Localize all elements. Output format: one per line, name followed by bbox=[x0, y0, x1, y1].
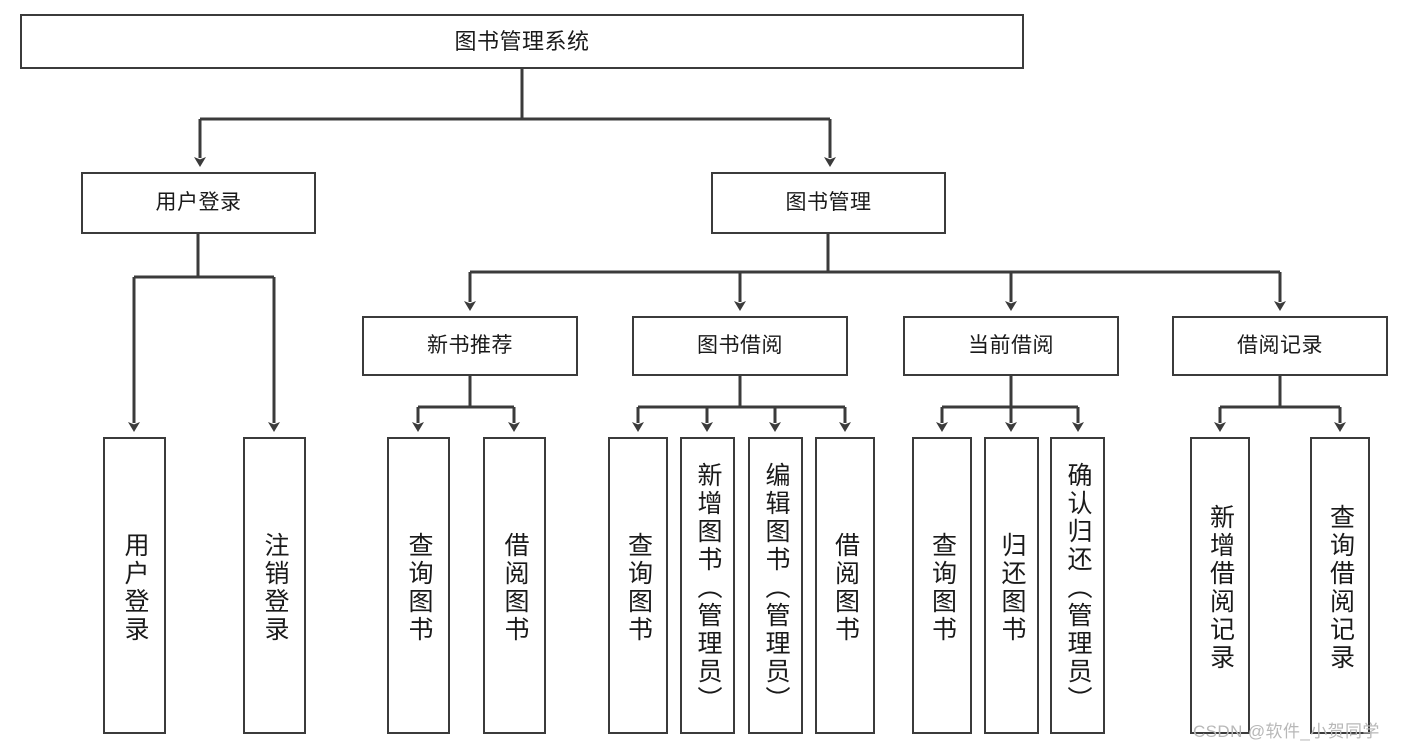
leaf-borrow-book-rec-label: 借阅图书 bbox=[501, 531, 529, 644]
node-book-manage[interactable]: 图书管理 bbox=[711, 172, 946, 234]
leaf-query-borrow-record-label: 查询借阅记录 bbox=[1326, 503, 1355, 672]
leaf-return-book-label: 归还图书 bbox=[998, 531, 1026, 644]
node-user-login[interactable]: 用户登录 bbox=[81, 172, 316, 234]
leaf-edit-book-label: 编辑图书（管理员） bbox=[762, 461, 790, 714]
node-user-login-label: 用户登录 bbox=[155, 190, 242, 214]
leaf-add-book[interactable]: 新增图书（管理员） bbox=[680, 437, 735, 734]
leaf-user-login[interactable]: 用户登录 bbox=[103, 437, 166, 734]
leaf-query-borrow-record[interactable]: 查询借阅记录 bbox=[1310, 437, 1370, 734]
leaf-user-logout-label: 注销登录 bbox=[261, 531, 289, 644]
node-new-book-rec[interactable]: 新书推荐 bbox=[362, 316, 578, 376]
node-borrow-record[interactable]: 借阅记录 bbox=[1172, 316, 1388, 376]
csdn-watermark: CSDN @软件_小贺同学 bbox=[1193, 722, 1380, 741]
leaf-user-logout[interactable]: 注销登录 bbox=[243, 437, 306, 734]
node-borrow-record-label: 借阅记录 bbox=[1237, 333, 1323, 357]
leaf-add-borrow-record-label: 新增借阅记录 bbox=[1206, 503, 1235, 672]
leaf-query-book-rec-label: 查询图书 bbox=[405, 531, 433, 644]
node-root-label: 图书管理系统 bbox=[454, 28, 590, 54]
leaf-return-book[interactable]: 归还图书 bbox=[984, 437, 1039, 734]
leaf-query-book-borrow[interactable]: 查询图书 bbox=[608, 437, 668, 734]
leaf-query-book-current-label: 查询图书 bbox=[928, 531, 957, 644]
leaf-query-book-current[interactable]: 查询图书 bbox=[912, 437, 972, 734]
leaf-borrow-book[interactable]: 借阅图书 bbox=[815, 437, 875, 734]
leaf-borrow-book-rec[interactable]: 借阅图书 bbox=[483, 437, 546, 734]
leaf-borrow-book-label: 借阅图书 bbox=[831, 531, 860, 644]
node-root[interactable]: 图书管理系统 bbox=[20, 14, 1024, 69]
leaf-add-book-label: 新增图书（管理员） bbox=[694, 461, 722, 714]
leaf-edit-book[interactable]: 编辑图书（管理员） bbox=[748, 437, 803, 734]
node-current-borrow[interactable]: 当前借阅 bbox=[903, 316, 1119, 376]
leaf-confirm-return-label: 确认归还（管理员） bbox=[1064, 461, 1092, 714]
node-book-borrow-label: 图书借阅 bbox=[697, 333, 783, 357]
leaf-query-book-borrow-label: 查询图书 bbox=[624, 531, 653, 644]
node-book-borrow[interactable]: 图书借阅 bbox=[632, 316, 848, 376]
node-book-manage-label: 图书管理 bbox=[785, 190, 872, 214]
leaf-user-login-label: 用户登录 bbox=[121, 531, 149, 644]
leaf-query-book-rec[interactable]: 查询图书 bbox=[387, 437, 450, 734]
node-new-book-rec-label: 新书推荐 bbox=[427, 333, 513, 357]
node-current-borrow-label: 当前借阅 bbox=[968, 333, 1054, 357]
leaf-add-borrow-record[interactable]: 新增借阅记录 bbox=[1190, 437, 1250, 734]
leaf-confirm-return[interactable]: 确认归还（管理员） bbox=[1050, 437, 1105, 734]
